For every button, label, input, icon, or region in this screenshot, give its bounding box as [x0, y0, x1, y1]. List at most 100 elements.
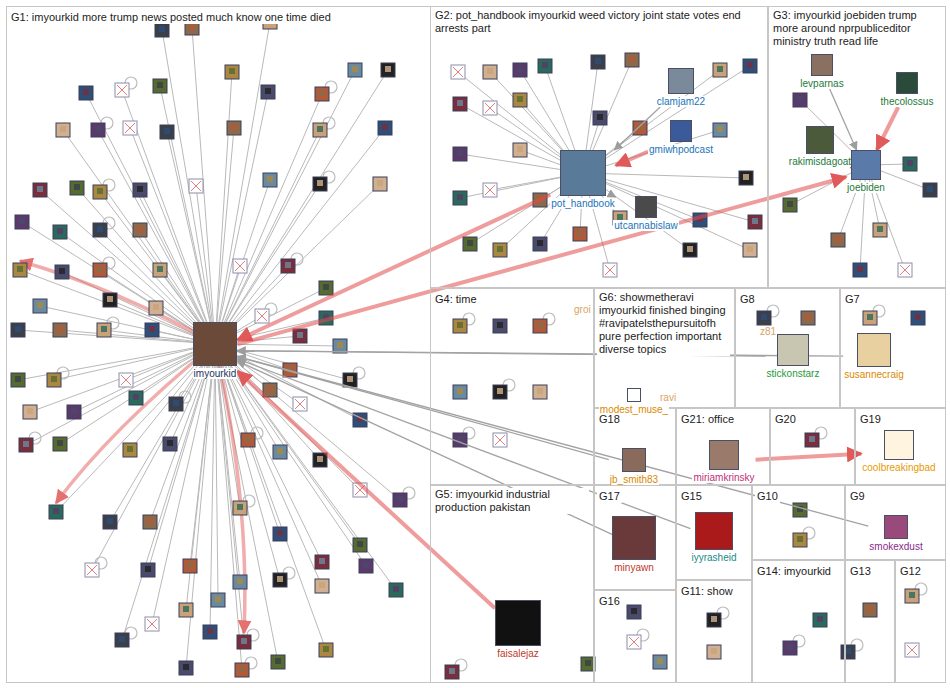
avatar [801, 311, 815, 325]
missing-avatar [451, 65, 465, 79]
group-heading: G9 [848, 490, 867, 503]
avatar-detail [183, 606, 189, 612]
avatar-detail [585, 660, 591, 666]
avatar [67, 405, 81, 419]
background-link [77, 188, 215, 344]
avatar-detail [107, 296, 113, 302]
group-heading: G17 [597, 490, 622, 503]
avatar-detail [393, 586, 399, 592]
avatar [313, 453, 327, 467]
background-link [215, 344, 322, 586]
missing-avatar-cross [907, 645, 917, 655]
vertex-label: modest_muse_ [599, 404, 669, 415]
avatars [11, 15, 937, 679]
avatar-detail [97, 188, 103, 194]
avatar-detail [787, 644, 793, 650]
avatar-detail [265, 88, 271, 94]
avatar [315, 555, 329, 569]
background-link [63, 130, 215, 344]
avatar [381, 63, 395, 77]
vertex-label: faisalejaz [496, 648, 540, 659]
avatar-detail [167, 440, 173, 446]
avatar [748, 215, 762, 229]
vertex-label: joebiden [846, 182, 886, 193]
avatar-detail [927, 186, 933, 192]
avatar-detail [629, 56, 635, 62]
avatar [783, 198, 797, 212]
avatar [79, 86, 93, 100]
avatar-detail [157, 82, 163, 88]
avatar [315, 579, 329, 593]
avatar [591, 55, 605, 69]
avatar-detail [23, 441, 29, 447]
avatar-detail [797, 536, 803, 542]
avatar [389, 583, 403, 597]
avatar [713, 63, 727, 77]
avatar-detail [467, 240, 473, 246]
avatar-detail [537, 240, 543, 246]
vertex-label: pot_handbook [550, 198, 615, 209]
vertex-avatar [627, 388, 641, 402]
avatar [813, 613, 827, 627]
avatar-detail [229, 68, 235, 74]
avatar-detail [711, 648, 717, 654]
avatar [179, 603, 193, 617]
avatar-detail [711, 616, 717, 622]
avatar [378, 121, 392, 135]
avatar-detail [909, 592, 915, 598]
vertex: rakimisdagoat [788, 126, 852, 167]
avatar-detail [239, 666, 245, 672]
strong-connector [237, 177, 846, 344]
avatar-detail [71, 408, 77, 414]
avatar [19, 438, 33, 452]
background-link [215, 180, 270, 344]
missing-avatar [483, 183, 497, 197]
group-box: G14: imyourkid [752, 560, 845, 683]
background-link [215, 22, 270, 344]
avatar-detail [717, 126, 723, 132]
missing-avatar [189, 179, 203, 193]
avatar [581, 657, 595, 671]
avatar-detail [285, 262, 291, 268]
avatar-detail [127, 446, 133, 452]
missing-avatar [898, 263, 912, 277]
group-box: G5: imyourkid industrial production paki… [430, 485, 594, 683]
background-link [86, 93, 215, 344]
avatar [393, 493, 407, 507]
avatar [203, 625, 217, 639]
avatar [33, 183, 47, 197]
background-link [20, 270, 215, 344]
vertex: susannecraig [843, 333, 904, 380]
group-heading: G4: time [433, 293, 479, 306]
avatar [453, 385, 467, 399]
avatar [873, 223, 887, 237]
group-heading: G13 [848, 565, 873, 578]
avatar [143, 515, 157, 529]
group-box: G16 [594, 590, 676, 683]
avatar-detail [245, 436, 251, 442]
background-link [215, 70, 388, 344]
avatar-detail [157, 266, 163, 272]
avatar-detail [133, 394, 139, 400]
avatar-detail [74, 184, 80, 190]
avatar [863, 603, 877, 617]
vertex-avatar [806, 126, 834, 154]
vertex-label: coolbreakingbad [861, 462, 936, 473]
vertex-label: smokexdust [868, 541, 923, 552]
avatar [453, 319, 467, 333]
avatar [145, 323, 159, 337]
avatar-detail [97, 226, 103, 232]
avatar [757, 311, 771, 325]
background-link [56, 344, 215, 503]
avatar-detail [59, 268, 65, 274]
avatar-detail [457, 100, 463, 106]
avatar-detail [517, 96, 523, 102]
group-box: G17minyawn [594, 485, 676, 590]
group-box: G18modest_muse_jb_smith83 [594, 408, 676, 485]
background-link [583, 66, 750, 173]
avatar-detail [19, 218, 25, 224]
avatar [453, 97, 467, 111]
group-box: G3: imyourkid joebiden trump more around… [768, 6, 946, 288]
avatar [805, 433, 819, 447]
